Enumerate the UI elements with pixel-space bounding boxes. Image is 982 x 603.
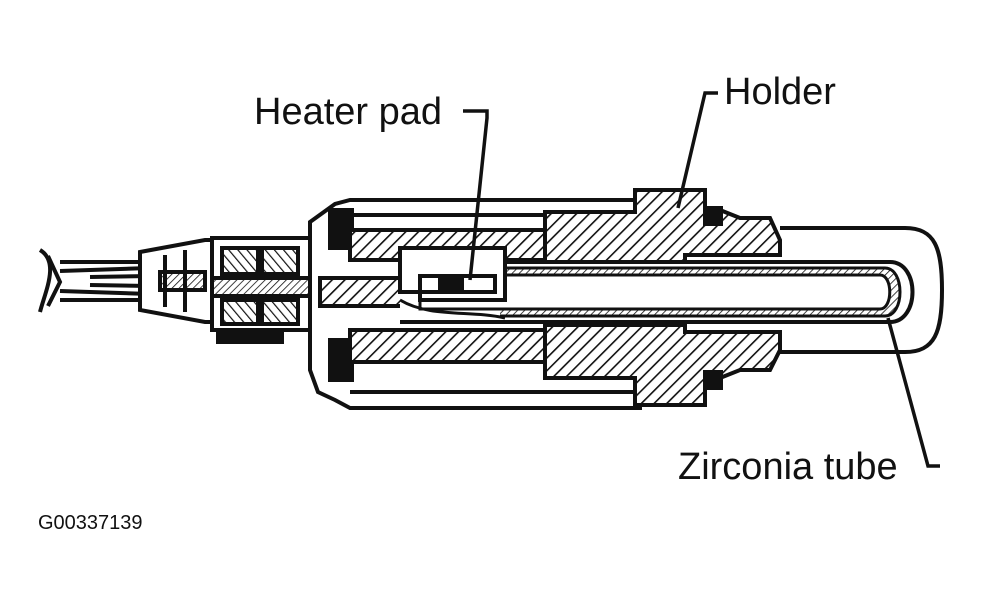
zirconia-tube-label: Zirconia tube	[678, 446, 898, 488]
rear-grommet	[138, 238, 217, 324]
heater-rod	[398, 246, 507, 320]
holder	[543, 188, 782, 407]
lead-wire	[38, 248, 151, 313]
leader-lines	[463, 91, 940, 468]
terminal-housing	[210, 236, 312, 344]
heater-pad-label: Heater pad	[254, 91, 442, 133]
holder-label: Holder	[724, 71, 836, 113]
protective-cover	[780, 226, 945, 354]
zirconia-tube	[400, 260, 915, 324]
figure-code: G00337139	[38, 512, 143, 534]
